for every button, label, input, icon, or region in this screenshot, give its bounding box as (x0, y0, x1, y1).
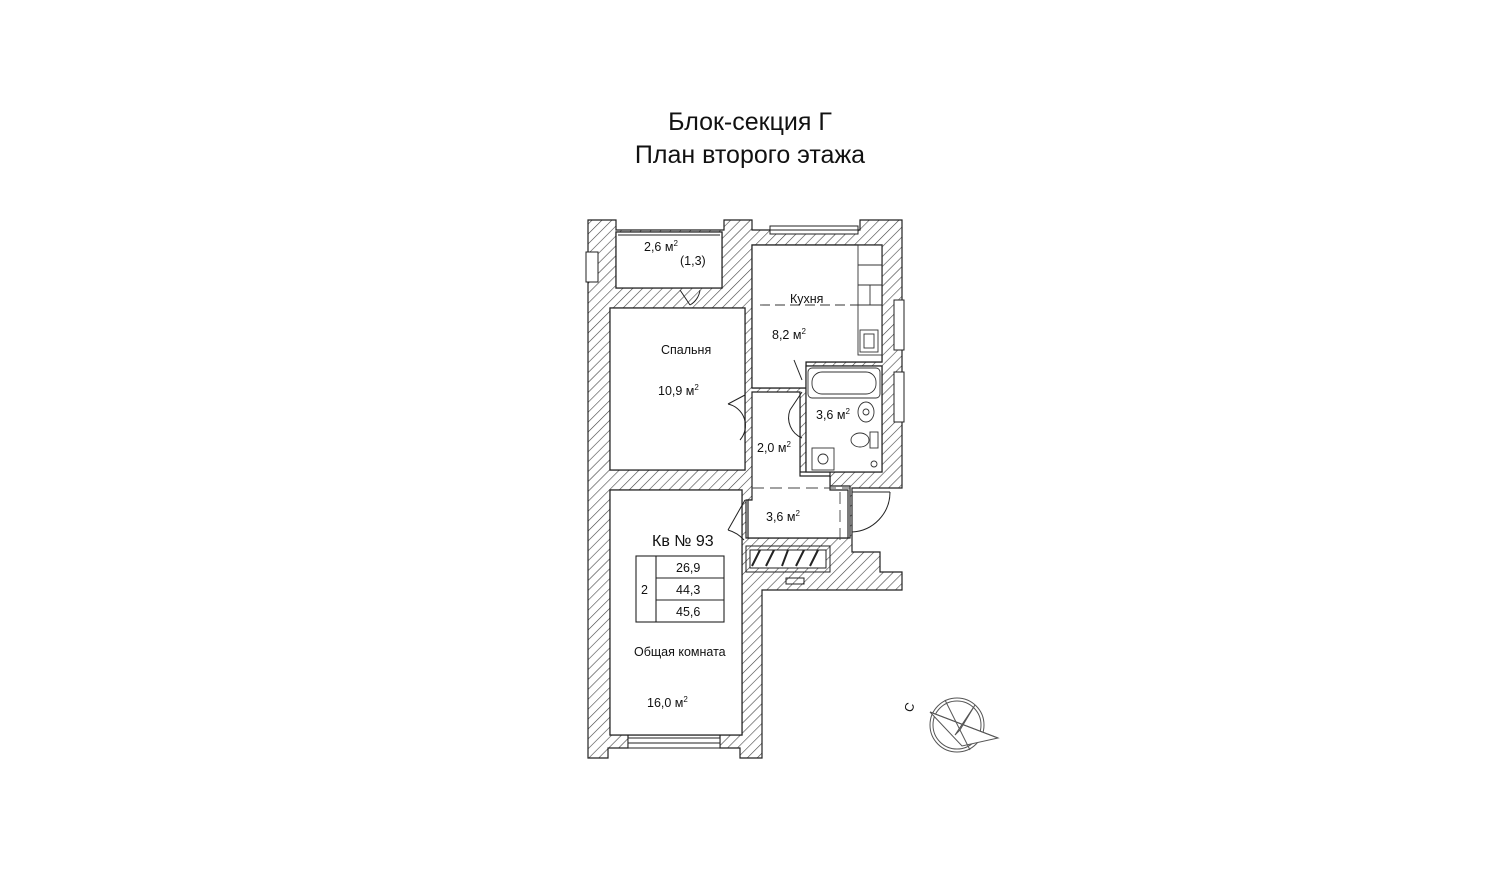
bedroom-name: Спальня (661, 343, 711, 357)
plan-title-line-2: План второго этажа (634, 141, 866, 169)
bedroom-area: 10,9 м2 (658, 383, 699, 398)
compass-icon: С (901, 697, 1000, 753)
apartment-table (635, 555, 725, 623)
doors (679, 289, 891, 541)
bathroom-fixtures (807, 367, 881, 471)
kitchen-fixtures (760, 244, 883, 356)
apartment-rooms-count: 2 (641, 583, 648, 597)
bathroom-area: 3,6 м2 (816, 407, 850, 422)
corridor-area: 2,0 м2 (757, 440, 791, 455)
balcony-coefficient: (1,3) (680, 254, 706, 268)
kitchen-area: 8,2 м2 (772, 327, 806, 342)
kitchen-name: Кухня (790, 292, 823, 306)
apartment-total-area: 44,3 (676, 583, 700, 597)
balcony-area: 2,6 м2 (644, 239, 678, 254)
labels: 2,6 м2 (1,3) Кухня 8,2 м2 Спальня 10,9 м… (634, 239, 850, 710)
closet (745, 545, 831, 585)
compass-north-letter: С (901, 701, 917, 714)
plan-title-line-1: Блок-секция Г (668, 108, 832, 136)
hall-area: 3,6 м2 (766, 509, 800, 524)
apartment-label: Кв № 93 (652, 533, 714, 550)
dashed-lines (752, 487, 850, 540)
apartment-total-with-balcony: 45,6 (676, 605, 700, 619)
windows (585, 225, 905, 749)
walls (587, 219, 903, 759)
living-room-name: Общая комната (634, 645, 726, 659)
apartment-living-area: 26,9 (676, 561, 700, 575)
living-room-area: 16,0 м2 (647, 695, 688, 710)
